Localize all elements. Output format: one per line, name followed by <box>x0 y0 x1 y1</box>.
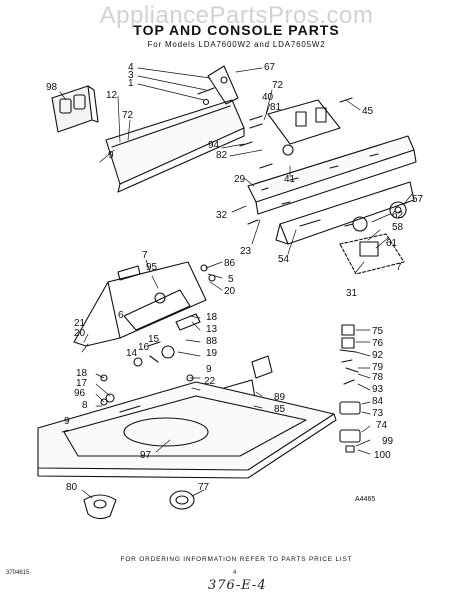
callout-5: 5 <box>228 274 234 285</box>
console-rail-29 <box>247 135 417 215</box>
callout-88: 88 <box>206 336 218 347</box>
callout-7-b: 7 <box>142 250 148 261</box>
callout-95: 95 <box>146 262 158 273</box>
callout-94: 94 <box>208 140 220 151</box>
callout-58: 58 <box>392 222 404 233</box>
callout-67: 67 <box>264 62 276 73</box>
callout-74: 74 <box>376 420 388 431</box>
callout-15: 15 <box>148 334 160 345</box>
callout-80: 80 <box>66 482 78 493</box>
callout-72-a: 72 <box>122 110 134 121</box>
callout-14: 14 <box>126 348 138 359</box>
timer-knob-57 <box>344 201 407 232</box>
diagram-title: TOP AND CONSOLE PARTS <box>133 22 340 38</box>
callout-92: 92 <box>372 350 384 361</box>
callout-97: 97 <box>140 450 152 461</box>
callout-41: 41 <box>284 174 296 185</box>
callout-16: 16 <box>138 342 150 353</box>
callout-75: 75 <box>372 326 384 337</box>
callout-12: 12 <box>106 90 118 101</box>
callout-93: 93 <box>372 384 384 395</box>
cap-80 <box>83 494 117 520</box>
callout-21: 21 <box>74 318 86 329</box>
callout-84: 84 <box>372 396 384 407</box>
callout-3: 3 <box>128 70 134 81</box>
cabinet-top <box>37 381 337 479</box>
callout-61: 61 <box>386 238 398 249</box>
callout-9-b: 9 <box>206 364 212 375</box>
electrical-parts-column <box>339 324 361 453</box>
lid-switch-parts <box>133 313 273 379</box>
callout-99: 99 <box>382 436 394 447</box>
callout-72-b: 72 <box>272 80 284 91</box>
callout-22: 22 <box>204 376 216 387</box>
page-number: 4 <box>233 570 237 576</box>
console-rail-54 <box>275 181 415 245</box>
callout-29: 29 <box>234 174 246 185</box>
callout-13: 13 <box>206 324 218 335</box>
mounting-bracket-4 <box>197 65 239 106</box>
callout-8: 8 <box>82 400 88 411</box>
callout-17: 17 <box>76 378 88 389</box>
callout-7-a: 7 <box>396 262 402 273</box>
callout-81: 81 <box>270 102 282 113</box>
callout-4: 4 <box>128 62 134 73</box>
callout-1: 1 <box>128 78 134 89</box>
cap-77 <box>169 490 195 510</box>
callout-20-a: 20 <box>224 286 236 297</box>
callout-6: 6 <box>118 310 124 321</box>
callout-73: 73 <box>372 408 384 419</box>
lid-6 <box>73 261 207 347</box>
callout-85: 85 <box>274 404 286 415</box>
callout-18-b: 18 <box>76 368 88 379</box>
callout-76: 76 <box>372 338 384 349</box>
callout-32: 32 <box>216 210 228 221</box>
callout-18-a: 18 <box>206 312 218 323</box>
callout-100: 100 <box>374 450 391 461</box>
callout-98: 98 <box>46 82 58 93</box>
callout-23: 23 <box>240 246 252 257</box>
callout-62: 62 <box>392 210 404 221</box>
drawing-reference: A4465 <box>355 496 376 503</box>
console-panel-12 <box>105 99 245 193</box>
watermark: AppliancePartsPros.com <box>99 2 374 29</box>
callout-31: 31 <box>346 288 358 299</box>
callout-86: 86 <box>224 258 236 269</box>
document-code: 3704615 <box>6 570 30 576</box>
switch-assembly-40 <box>249 99 341 156</box>
handwritten-note: 376-E-4 <box>208 578 267 593</box>
callout-82: 82 <box>216 150 228 161</box>
end-cap-98 <box>51 85 99 133</box>
callout-labels: 98 4 3 1 12 72 9 67 72 40 81 45 94 82 41… <box>46 62 424 493</box>
callout-96: 96 <box>74 388 86 399</box>
fasteners <box>100 97 353 406</box>
timer-module-61 <box>359 241 379 257</box>
callout-19: 19 <box>206 348 218 359</box>
callout-54: 54 <box>278 254 290 265</box>
ordering-note: FOR ORDERING INFORMATION REFER TO PARTS … <box>120 556 353 563</box>
leader-lines <box>59 67 413 499</box>
diagram-subtitle: For Models LDA7600W2 and LDA7605W2 <box>147 40 326 49</box>
callout-78: 78 <box>372 372 384 383</box>
callout-45: 45 <box>362 106 374 117</box>
callout-79: 79 <box>372 362 384 373</box>
callout-89: 89 <box>274 392 286 403</box>
callout-40: 40 <box>262 92 274 103</box>
callout-20-b: 20 <box>74 328 86 339</box>
callout-57: 57 <box>412 194 424 205</box>
callout-77: 77 <box>198 482 210 493</box>
callout-9-a: 9 <box>108 150 114 161</box>
callout-9-c: 9 <box>64 416 70 427</box>
